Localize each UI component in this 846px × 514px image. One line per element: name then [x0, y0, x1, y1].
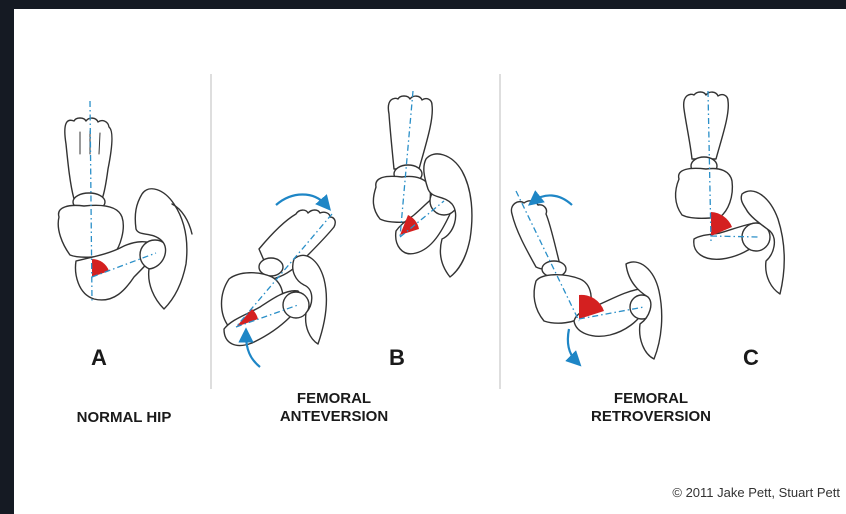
foot-c-rotated-icon — [511, 201, 559, 269]
foot-c-neutral-icon — [684, 92, 729, 159]
caption-c-line1: FEMORAL — [566, 390, 736, 408]
caption-b-line2: ANTEVERSION — [254, 408, 414, 426]
retroversion-rotated-illustration — [511, 201, 661, 359]
foot-a-icon — [65, 118, 112, 199]
normal-hip-illustration — [58, 118, 192, 309]
retroversion-neutral-illustration — [676, 92, 785, 294]
caption-anteversion: FEMORAL ANTEVERSION — [254, 390, 414, 426]
caption-a-line1: NORMAL HIP — [44, 409, 204, 427]
copyright-notice: © 2011 Jake Pett, Stuart Pett — [574, 485, 840, 500]
panel-b-letter: B — [382, 345, 412, 371]
foot-b-neutral-icon — [388, 96, 432, 169]
caption-b-line1: FEMORAL — [254, 390, 414, 408]
panel-a-letter: A — [84, 345, 114, 371]
caption-normal-hip: NORMAL HIP — [44, 409, 204, 427]
caption-c-line2: RETROVERSION — [566, 408, 736, 426]
hip-diagram — [14, 9, 846, 514]
rotation-arrow-c-bottom — [568, 329, 576, 361]
knee-c-neutral-icon — [676, 168, 733, 218]
rotation-arrow-c-top — [534, 195, 572, 205]
anteversion-neutral-illustration — [373, 96, 472, 277]
rotation-arrow-b-top — [276, 195, 326, 206]
panel-c-letter: C — [736, 345, 766, 371]
figure-panel: A B C NORMAL HIP FEMORAL ANTEVERSION FEM… — [14, 9, 846, 514]
caption-retroversion: FEMORAL RETROVERSION — [566, 390, 736, 426]
